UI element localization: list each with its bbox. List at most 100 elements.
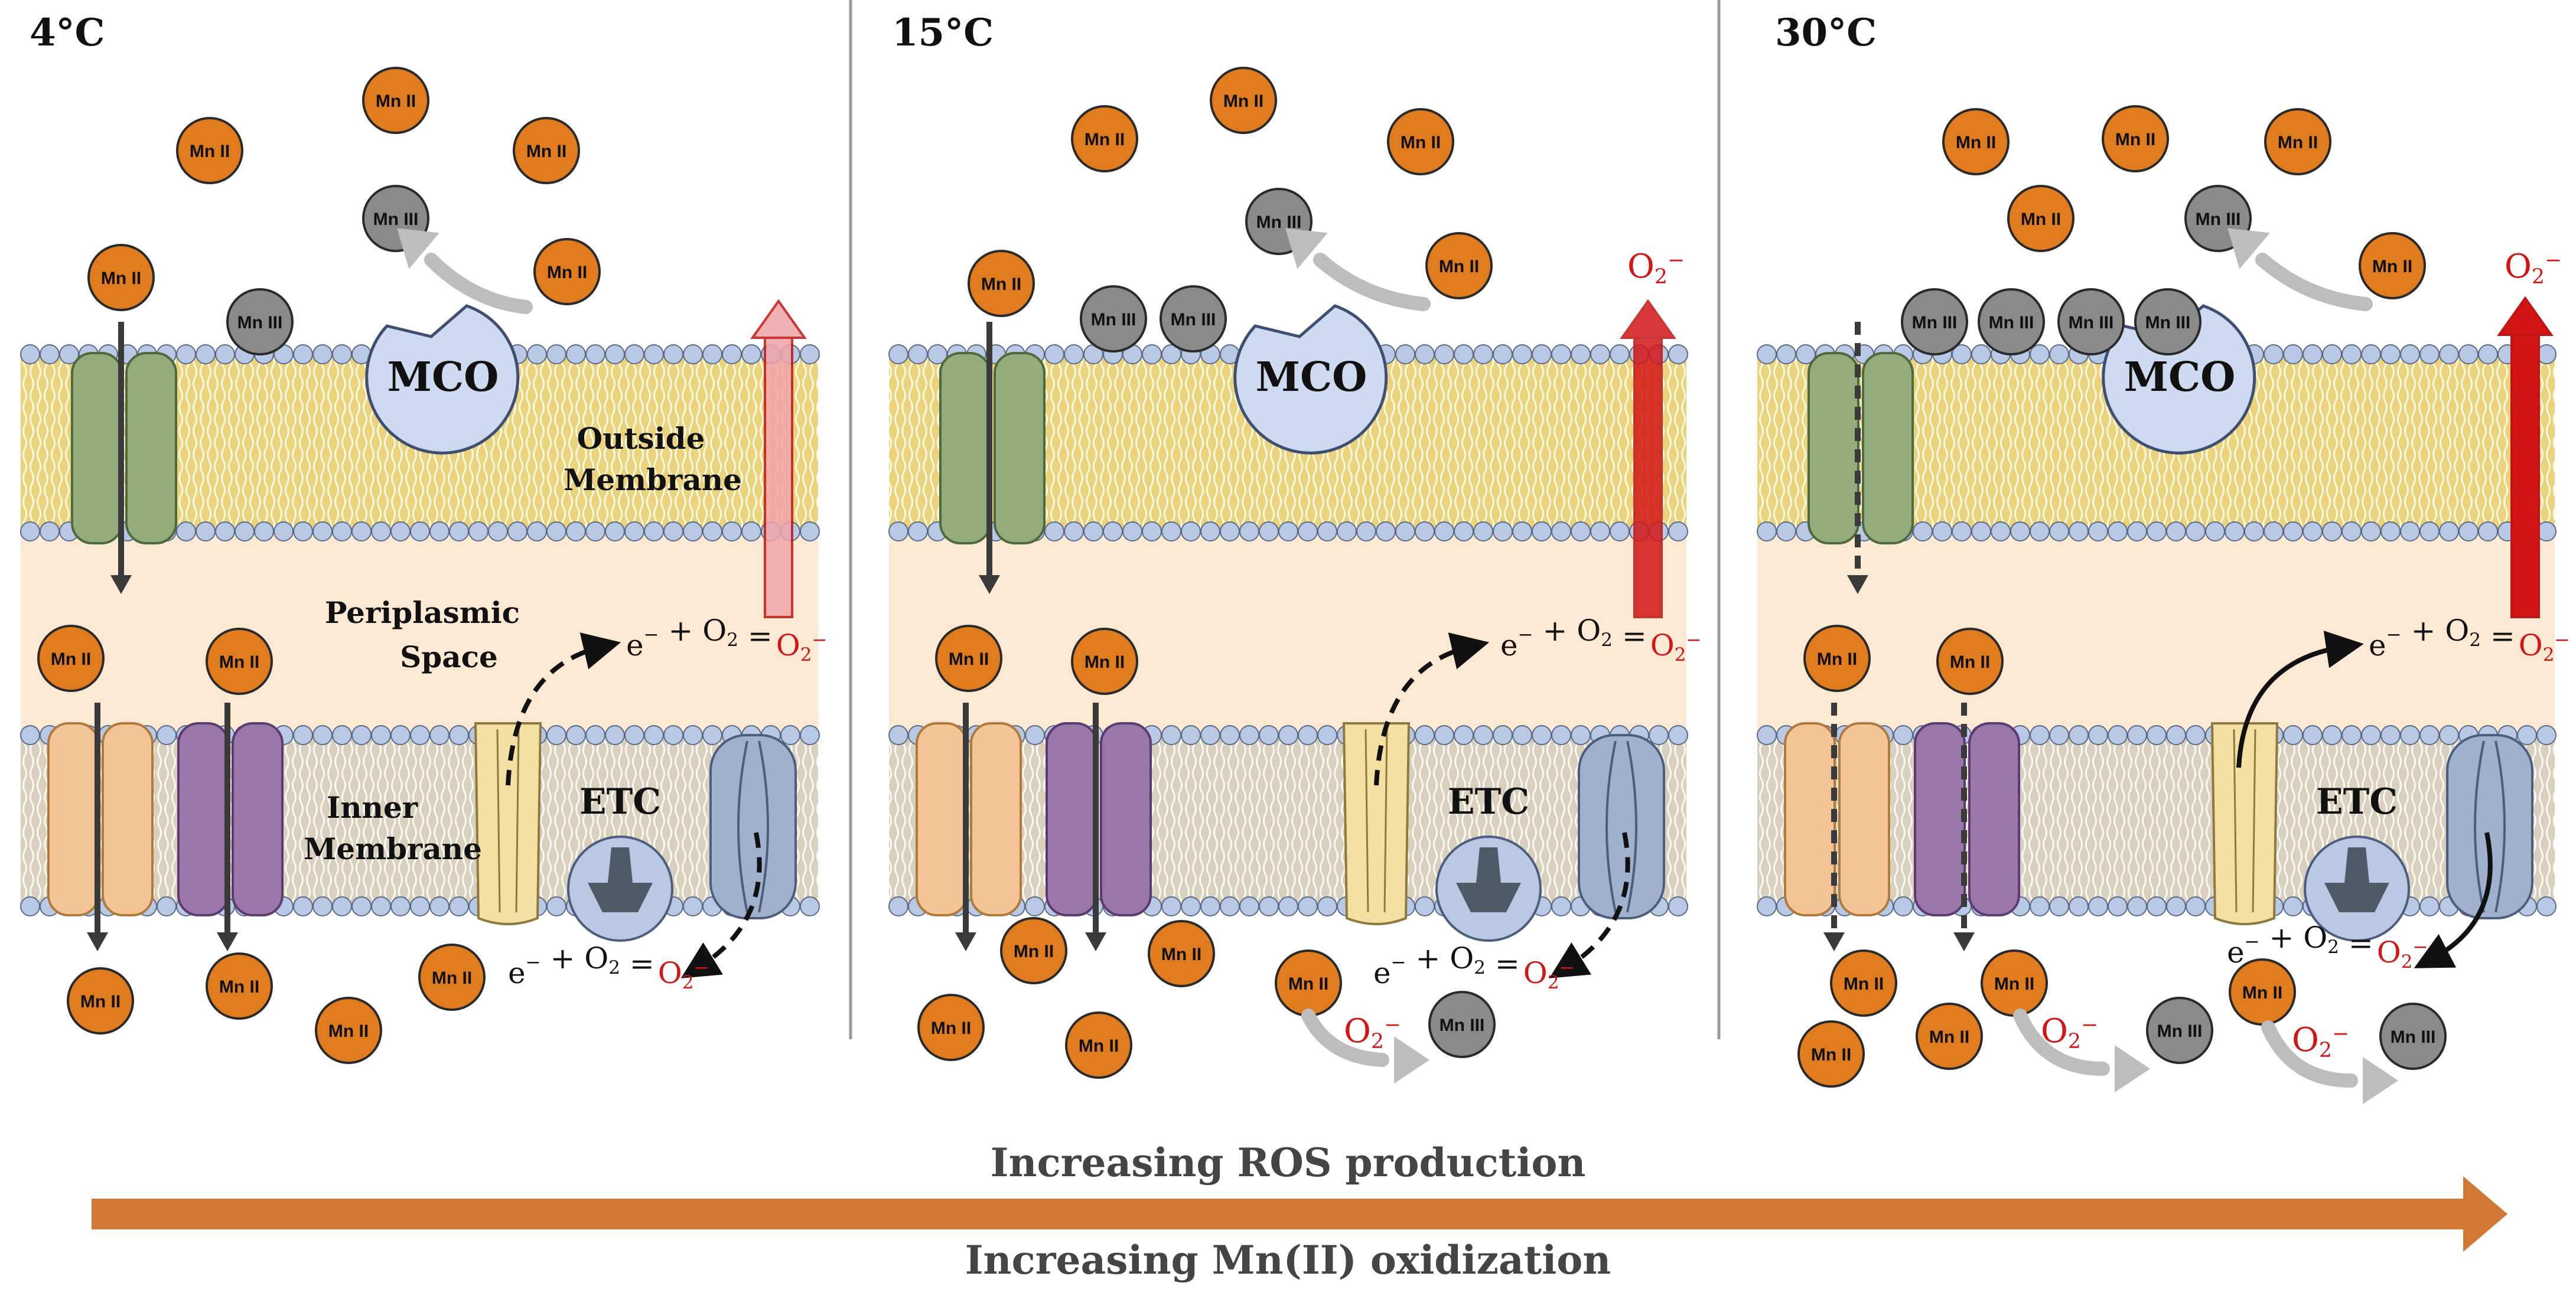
lipid-head bbox=[1610, 521, 1630, 541]
lipid-head bbox=[1259, 725, 1279, 745]
lipid-head bbox=[527, 344, 547, 364]
lipid-head bbox=[2536, 725, 2557, 745]
ion-circle bbox=[2146, 997, 2213, 1064]
mn3-ion: Mn III bbox=[2146, 997, 2213, 1064]
mn3-ion: Mn III bbox=[1428, 991, 1496, 1058]
complex-core bbox=[588, 847, 653, 912]
ion-circle bbox=[1210, 67, 1277, 134]
channel-half bbox=[1784, 722, 1836, 916]
lipid-head bbox=[2049, 344, 2069, 364]
lipid-head bbox=[1278, 896, 1298, 916]
mn-oxidation-arrowhead bbox=[1394, 1036, 1429, 1084]
lipid-head bbox=[2108, 896, 2128, 916]
mn-oxidation-flow bbox=[1301, 1009, 1389, 1067]
lipid-head bbox=[2205, 521, 2225, 541]
import-arrow bbox=[979, 322, 1000, 594]
lipid-head bbox=[273, 521, 294, 541]
arrow-head bbox=[979, 575, 1000, 594]
lipid-head bbox=[2419, 725, 2440, 745]
ion-circle bbox=[1425, 232, 1493, 299]
channel-half bbox=[994, 352, 1046, 544]
lipid-head bbox=[1571, 725, 1591, 745]
lipid-head bbox=[2049, 725, 2069, 745]
ion-label: Mn II bbox=[190, 142, 230, 161]
lipid-head bbox=[312, 896, 333, 916]
lipid-head bbox=[1317, 725, 1337, 745]
lipid-head bbox=[371, 725, 391, 745]
lipid-head bbox=[312, 521, 333, 541]
periplasmic-space bbox=[21, 531, 818, 735]
lipid-head bbox=[1532, 521, 1552, 541]
lipid-head bbox=[1298, 725, 1318, 745]
ion-circle bbox=[2359, 232, 2426, 299]
lipid-head bbox=[488, 521, 508, 541]
ion-circle bbox=[1936, 628, 2004, 695]
periplasm-reaction: e− + O2 = O2− bbox=[1500, 614, 1702, 665]
reaction-lhs: e− + O2 = bbox=[1500, 614, 1647, 663]
ion-circle bbox=[1160, 285, 1227, 353]
outer-channel bbox=[71, 352, 177, 544]
lipid-head bbox=[293, 896, 313, 916]
lipid-head bbox=[2361, 521, 2381, 541]
lipid-head bbox=[1610, 344, 1630, 364]
lipid-head bbox=[2322, 521, 2342, 541]
channel-half bbox=[125, 352, 177, 544]
ion-circle bbox=[1797, 1020, 1865, 1088]
lipid-head bbox=[1590, 521, 1610, 541]
mn2-ion: Mn II bbox=[1071, 105, 1138, 172]
reaction-lhs: e− + O2 = bbox=[1373, 941, 1520, 990]
electron-leak-arrow bbox=[680, 832, 762, 978]
lipid-head bbox=[1298, 896, 1318, 916]
lipid-head bbox=[1181, 725, 1201, 745]
mn2-ion: Mn II bbox=[315, 997, 382, 1064]
lipid-head bbox=[1493, 521, 1513, 541]
arrow-head bbox=[1953, 932, 1975, 951]
mn-oxidation-flow bbox=[2261, 1020, 2358, 1088]
mco-oxidation-flow bbox=[424, 253, 533, 314]
complex-line bbox=[2233, 729, 2238, 913]
ion-label: Mn II bbox=[2021, 210, 2061, 229]
lipid-head bbox=[1278, 725, 1298, 745]
lipid-head bbox=[1083, 521, 1103, 541]
lipid-head bbox=[1122, 521, 1142, 541]
channel-half bbox=[1914, 722, 1966, 916]
complex-line bbox=[1364, 729, 1369, 913]
lipid-head bbox=[1668, 521, 1688, 541]
mn2-ion: Mn II bbox=[1148, 920, 1215, 987]
reaction-lhs: e− + O2 = bbox=[2369, 614, 2515, 663]
lipid-head bbox=[663, 344, 683, 364]
outside-membrane-label: Membrane bbox=[564, 462, 742, 497]
lipid-head bbox=[2088, 521, 2108, 541]
lipid-head bbox=[624, 521, 644, 541]
ion-label: Mn II bbox=[949, 650, 989, 669]
lipid-head bbox=[312, 344, 333, 364]
lipid-head bbox=[40, 344, 60, 364]
complex-line bbox=[1383, 729, 1388, 913]
etc-label: ETC bbox=[1448, 781, 1529, 823]
ion-label: Mn III bbox=[2196, 210, 2241, 229]
inner-channel-peach bbox=[916, 722, 1022, 916]
arrow-head bbox=[87, 932, 108, 951]
ros-shaft bbox=[764, 335, 793, 618]
ion-label: Mn II bbox=[1401, 133, 1441, 152]
lipid-head bbox=[546, 725, 566, 745]
ros-label: O2− bbox=[1344, 1012, 1401, 1053]
lipid-head bbox=[20, 521, 40, 541]
lipid-head bbox=[1454, 521, 1474, 541]
channel-half bbox=[1046, 722, 1098, 916]
mn2-ion: Mn II bbox=[176, 117, 243, 184]
lipid-head bbox=[1971, 521, 1991, 541]
ion-circle bbox=[935, 625, 1002, 692]
ion-label: Mn II bbox=[1439, 257, 1479, 276]
etc-complex-blue bbox=[2446, 734, 2533, 919]
lipid-head bbox=[1757, 725, 1777, 745]
inner-channel-purple bbox=[177, 722, 284, 916]
lipid-head bbox=[468, 521, 489, 541]
lipid-head bbox=[2303, 521, 2323, 541]
lipid-head bbox=[644, 725, 664, 745]
lipid-head bbox=[1512, 725, 1532, 745]
lipid-head bbox=[371, 896, 391, 916]
electron-leak-arrow bbox=[1549, 832, 1630, 978]
lipid-head bbox=[1493, 725, 1513, 745]
cytoplasm-reaction: e− + O2 = O2− bbox=[2227, 921, 2428, 973]
